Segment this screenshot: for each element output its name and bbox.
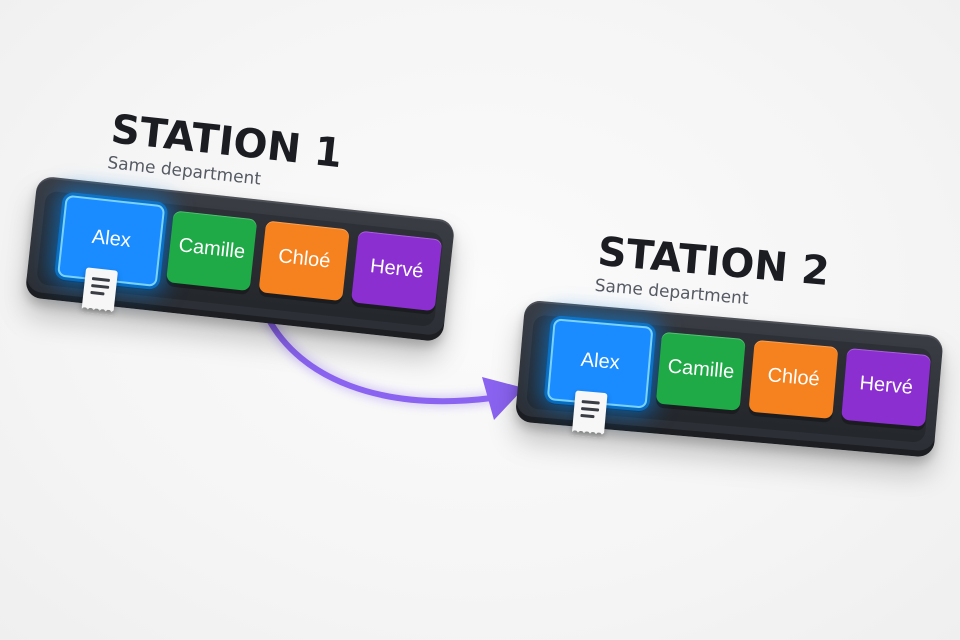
seat-label: Chloé bbox=[277, 244, 332, 273]
document-icon bbox=[572, 390, 608, 434]
seat-alex[interactable]: Alex bbox=[546, 318, 654, 434]
seat-label: Chloé bbox=[766, 363, 821, 391]
station-2: STATION 2 Same department Alex Camille C… bbox=[514, 224, 951, 458]
seat-herve[interactable]: Hervé bbox=[841, 347, 932, 428]
seat-label: Camille bbox=[177, 233, 247, 263]
seat-chloe[interactable]: Chloé bbox=[258, 220, 350, 302]
seat-label: Alex bbox=[90, 225, 132, 252]
seat-label: Hervé bbox=[369, 254, 425, 283]
seat-label: Alex bbox=[579, 348, 621, 374]
seat-alex[interactable]: Alex bbox=[57, 194, 166, 311]
seat-herve[interactable]: Hervé bbox=[350, 230, 443, 312]
seat-camille[interactable]: Camille bbox=[166, 210, 258, 292]
station-bar: Alex Camille Chloé Hervé bbox=[514, 299, 944, 458]
seat-chloe[interactable]: Chloé bbox=[748, 339, 839, 419]
station-1: STATION 1 Same department Alex Camille C… bbox=[24, 100, 464, 343]
document-icon bbox=[81, 267, 118, 311]
seat-label: Hervé bbox=[858, 371, 914, 399]
seat-camille[interactable]: Camille bbox=[655, 331, 746, 411]
seat-label: Camille bbox=[666, 354, 736, 383]
